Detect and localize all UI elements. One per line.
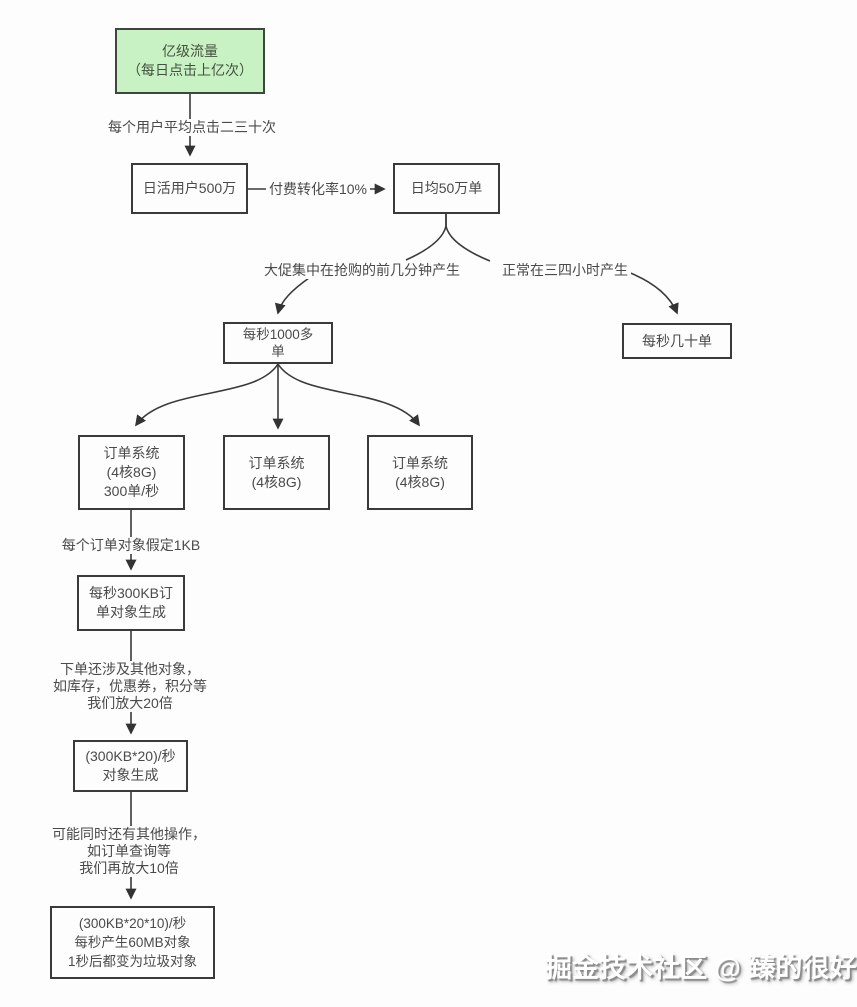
text-line: (4核8G) [251,473,302,490]
text-line: 单对象生成 [96,604,166,620]
fork-daily-orders-right [445,214,491,262]
node-daily-orders: 日均50万单 [393,163,500,214]
text-line: (4核8G) [395,473,445,490]
text-line: 如库存，优惠券，积分等 [53,678,207,694]
text-line: 每秒1000多 [242,327,314,342]
arrow-peak-to-order-sys-3 [277,363,420,427]
text-line: 可能同时还有其他操作， [52,826,206,842]
text-line: (300KB*20*10)/秒 [78,916,187,931]
text-line: 300单/秒 [103,483,160,499]
text-line: 每秒300KB订 [88,585,174,601]
text-line: 订单系统 [103,445,160,461]
text-line: （每日点击上亿次） [127,62,253,78]
text-line: 每个订单对象假定1KB [61,537,201,553]
node-order-system-3: 订单系统 (4核8G) [367,435,473,510]
node-peak-order-rate: 每秒1000多单 [223,322,333,364]
text-line: 日活用户500万 [142,180,237,196]
text-line: 单 [271,344,285,359]
node-daily-active-users: 日活用户500万 [131,163,248,214]
text-line: (300KB*20)/秒 [85,748,176,764]
node-traffic: 亿级流量 （每日点击上亿次） [115,28,265,94]
text-line: 我们放大20倍 [87,695,173,711]
node-obj-x20-per-sec: (300KB*20)/秒对象生成 [73,740,188,792]
node-order-system-1: 订单系统 (4核8G) 300单/秒 [78,435,185,510]
text-line: 大促集中在抢购的前几分钟产生 [264,262,460,278]
node-obj-300kb-per-sec: 每秒300KB订单对象生成 [77,575,185,631]
text-line: (4核8G) [106,464,157,480]
text-line: 下单还涉及其他对象， [60,661,200,677]
fork-daily-orders-left [405,214,447,261]
text-line: 付费转化率10% [268,181,368,197]
text-line: 1秒后都变为垃圾对象 [67,954,197,969]
edge-label-scale-10x: 可能同时还有其他操作，如订单查询等我们再放大10倍 [49,826,209,877]
text-line: 订单系统 [248,454,305,471]
text-line: 如订单查询等 [87,843,171,859]
edge-label-promo-burst: 大促集中在抢购的前几分钟产生 [261,262,463,279]
text-line: 日均50万单 [410,180,483,196]
node-order-system-2: 订单系统 (4核8G) [223,435,330,510]
text-line: 每秒几十单 [642,332,712,349]
text-line: 对象生成 [102,767,159,783]
edge-label-scale-20x: 下单还涉及其他对象，如库存，优惠券，积分等我们放大20倍 [50,661,210,712]
edge-label-order-obj-size: 每个订单对象假定1KB [58,537,204,554]
text-line: 我们再放大10倍 [79,860,179,876]
arrow-peak-to-order-sys-1 [135,363,279,427]
text-line: 订单系统 [392,454,448,471]
text-line: 正常在三四小时产生 [502,262,628,278]
edge-label-conversion-rate: 付费转化率10% [265,181,371,198]
watermark-text: 掘金技术社区 @ 臻的很好 [545,953,857,983]
arrow-normal-to-normal-rate [627,271,679,315]
text-line: 每秒产生60MB对象 [74,935,191,950]
text-line: 每个用户平均点击二三十次 [108,119,276,135]
arrow-promo-to-peak-rate [274,277,310,315]
node-obj-final-60mb: (300KB*20*10)/秒每秒产生60MB对象 1秒后都变为垃圾对象 [50,906,215,979]
text-line: 亿级流量 [162,43,218,59]
node-normal-order-rate: 每秒几十单 [622,323,732,359]
edge-label-normal-spread: 正常在三四小时产生 [499,262,631,279]
edge-label-avg-clicks: 每个用户平均点击二三十次 [105,119,279,136]
